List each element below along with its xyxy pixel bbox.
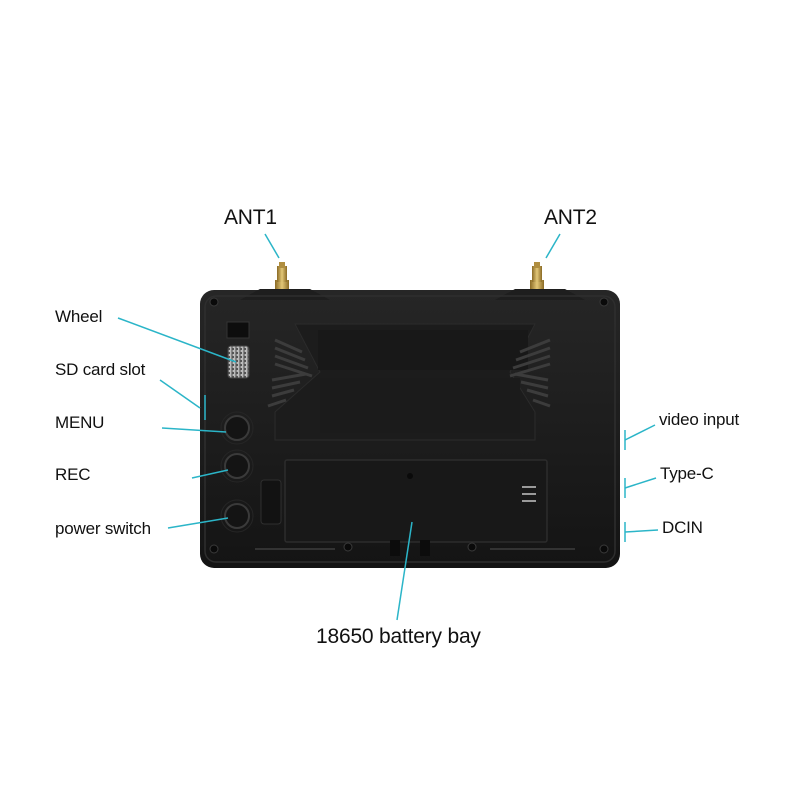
leader-lines (117, 233, 659, 621)
label-type-c: Type-C (660, 464, 714, 483)
battery-bay (284, 459, 548, 543)
leader-dcin (624, 529, 659, 533)
label-ant1: ANT1 (224, 206, 277, 229)
label-sd-card-slot: SD card slot (55, 360, 146, 379)
sd-card-slot-cover (226, 321, 250, 339)
label-ant2: ANT2 (544, 206, 597, 229)
leader-wheel (117, 317, 237, 363)
label-power-switch: power switch (55, 519, 151, 538)
scroll-wheel (227, 345, 250, 379)
leader-video (624, 424, 656, 441)
leader-power (167, 517, 229, 529)
rec-button (224, 453, 250, 479)
vent-grille-right (509, 338, 551, 408)
label-battery-bay: 18650 battery bay (316, 625, 481, 648)
label-dcin: DCIN (662, 518, 703, 537)
power-button (224, 503, 250, 529)
antenna-connector-ant1 (275, 262, 289, 292)
leader-typec (624, 477, 657, 489)
antenna-connector-ant2 (530, 262, 544, 292)
label-video-input: video input (659, 410, 740, 429)
bottom-vent-dots (255, 548, 575, 550)
leader-menu (161, 427, 227, 433)
leader-rec (191, 469, 229, 479)
leader-battery (396, 521, 413, 621)
corner-screws (209, 297, 609, 554)
label-wheel: Wheel (55, 307, 103, 326)
leader-ant2 (545, 233, 561, 259)
leader-sd (159, 379, 201, 409)
label-rec: REC (55, 465, 91, 484)
label-menu: MENU (55, 413, 105, 432)
menu-button (224, 415, 250, 441)
vent-grille-left (267, 338, 313, 408)
leader-ant1 (264, 233, 280, 259)
battery-contacts (522, 486, 536, 502)
side-buttons (224, 415, 250, 529)
